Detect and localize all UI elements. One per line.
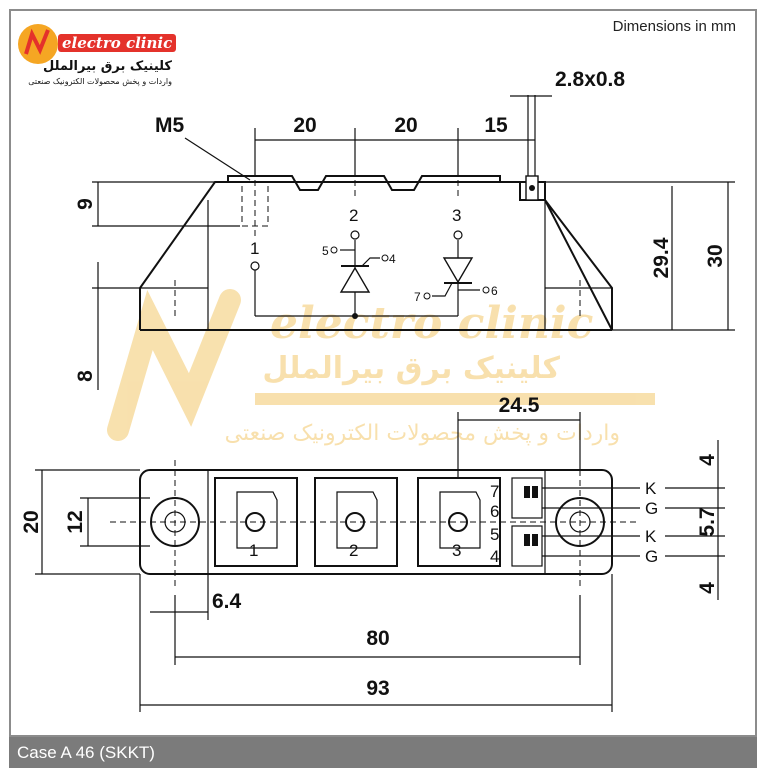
side-pin-2: 2 (349, 206, 358, 225)
side-pin-7: 7 (414, 290, 421, 304)
aux-connector-bottom (511, 525, 543, 567)
dim-left-8: 8 (74, 370, 97, 382)
thyristor-2-icon (442, 257, 474, 284)
watermark: electro clinic کلینیک برق بیرالملل واردا… (107, 289, 655, 446)
aux-pin-7: 7 (490, 482, 499, 501)
dim-left-20: 20 (20, 510, 43, 533)
gate-label-g1: G (645, 499, 658, 518)
side-pin-5: 5 (322, 244, 329, 258)
side-pin-1: 1 (250, 239, 259, 258)
logo-tagline: واردات و پخش محصولات الکترونیک صنعتی (28, 77, 172, 86)
side-pin-6: 6 (491, 284, 498, 298)
aux-connector-top (511, 477, 543, 519)
side-circuit (250, 230, 490, 319)
dim-pitch-2: 20 (394, 114, 417, 137)
logo-name: کلینیک برق بیرالملل (43, 59, 172, 74)
terminal-label-3: 3 (452, 541, 461, 560)
watermark-bar (255, 393, 655, 405)
dim-m5: M5 (155, 114, 184, 137)
logo: electro clinic کلینیک برق بیرالملل واردا… (18, 24, 176, 86)
dim-24-5: 24.5 (499, 394, 540, 417)
dim-right-5-7: 5.7 (696, 507, 719, 536)
dim-pitch-3: 15 (484, 114, 508, 137)
footer-caption: Case A 46 (SKKT) (9, 737, 757, 768)
aux-pin-4: 4 (490, 547, 499, 566)
side-pin-3: 3 (452, 206, 461, 225)
watermark-tagline: واردات و پخش محصولات الکترونیک صنعتی (225, 421, 620, 446)
gate-label-k1: K (645, 479, 657, 498)
aux-pin-6: 6 (490, 502, 499, 521)
watermark-brand: electro clinic (270, 298, 594, 349)
dim-right-4-bottom: 4 (696, 582, 719, 594)
gate-label-k2: K (645, 527, 657, 546)
logo-brand: electro clinic (62, 34, 172, 52)
dim-right-30: 30 (704, 244, 727, 267)
terminal-label-1: 1 (249, 541, 258, 560)
dim-pitch-1: 20 (293, 114, 316, 137)
side-view: 1 2 3 4 5 6 7 20 20 15 2.8x0.8 M5 9 8 (74, 68, 735, 390)
thyristor-1-icon (339, 266, 371, 293)
aux-pin-5: 5 (490, 525, 499, 544)
dim-left-9: 9 (74, 198, 97, 210)
units-label: Dimensions in mm (612, 18, 736, 35)
watermark-name: کلینیک برق بیرالملل (262, 351, 560, 386)
dim-93: 93 (366, 677, 389, 700)
dim-right-29-4: 29.4 (650, 237, 673, 278)
logo-brand-bg (58, 34, 176, 52)
terminal-label-2: 2 (349, 541, 358, 560)
gate-label-g2: G (645, 547, 658, 566)
dim-80: 80 (366, 627, 389, 650)
dim-6-4: 6.4 (212, 590, 242, 613)
dim-left-12: 12 (64, 510, 87, 533)
watermark-logo-icon (107, 289, 241, 441)
dim-right-4-top: 4 (696, 454, 719, 466)
top-view: 1 2 3 7 6 5 4 24.5 20 12 6. (20, 394, 725, 712)
dim-tab: 2.8x0.8 (555, 68, 625, 91)
side-pin-4: 4 (389, 252, 396, 266)
